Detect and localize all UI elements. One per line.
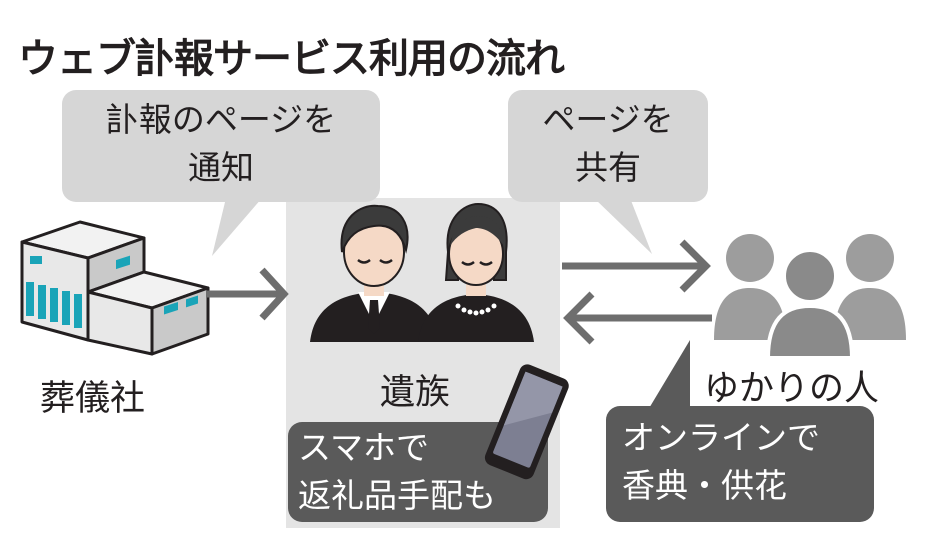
online-box: オンラインで 香典・供花 [606, 406, 874, 522]
notify-bubble: 訃報のページを 通知 [62, 90, 380, 202]
notify-bubble-line1: 訃報のページを [105, 100, 337, 139]
share-bubble-line2: 共有 [575, 148, 641, 187]
share-bubble: ページを 共有 [508, 90, 708, 202]
bereaved-family-label: 遺族 [380, 373, 451, 413]
building-icon [20, 220, 210, 356]
smartphone-box-line1: スマホで [298, 428, 430, 467]
share-bubble-line1: ページを [542, 100, 674, 139]
people-icon [714, 234, 906, 360]
smartphone-box-line2: 返礼品手配も [298, 476, 496, 515]
online-box-line2: 香典・供花 [622, 466, 787, 505]
connected-people-label: ゆかりの人 [704, 369, 880, 409]
smartphone-icon [484, 364, 569, 480]
family-icon [310, 202, 534, 342]
funeral-company-label: 葬儀社 [40, 379, 146, 419]
smartphone-box: スマホで 返礼品手配も [288, 422, 548, 522]
notify-bubble-line2: 通知 [188, 148, 254, 187]
online-box-line1: オンラインで [622, 418, 820, 457]
diagram-title: ウェブ訃報サービス利用の流れ [18, 36, 565, 82]
